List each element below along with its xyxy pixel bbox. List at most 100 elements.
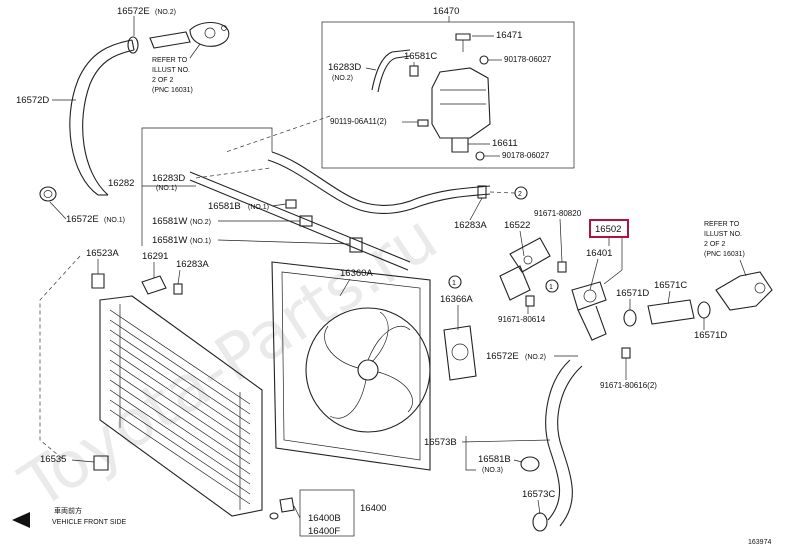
- label-16400: 16400: [360, 503, 386, 514]
- label-90119: 90119-06A11(2): [330, 117, 387, 126]
- thermostat-outlet-top[interactable]: [149, 21, 230, 49]
- label-16283d-note: (NO.1): [156, 185, 177, 192]
- label-16283d-box: 16283D: [328, 62, 361, 73]
- clamp-16581b-no3[interactable]: [520, 456, 540, 472]
- front-label: VEHICLE FRONT SIDE: [52, 519, 126, 526]
- bolt-91671-80614[interactable]: [525, 295, 535, 307]
- callout-2-top: [514, 186, 528, 200]
- refer-right-line3: 2 OF 2: [704, 241, 726, 248]
- reservoir-tank[interactable]: [431, 67, 491, 153]
- label-16573c: 16573C: [522, 489, 555, 500]
- clamp-16283a-top[interactable]: [477, 185, 487, 199]
- label-16572e-mid-note: (NO.2): [525, 354, 546, 361]
- label-16291: 16291: [142, 251, 168, 262]
- reservoir-hose[interactable]: [371, 49, 411, 93]
- label-16581b: 16581B: [208, 201, 241, 212]
- nut-90178-b[interactable]: [475, 151, 485, 161]
- label-16571c: 16571C: [654, 280, 687, 291]
- callout-1-right-text: 1: [549, 284, 553, 291]
- label-16502: 16502: [595, 224, 621, 235]
- refer-top-line3: 2 OF 2: [152, 77, 174, 84]
- clamp-16571d-b[interactable]: [697, 301, 711, 319]
- overflow-hose-16282[interactable]: [267, 151, 491, 215]
- label-16470: 16470: [433, 6, 459, 17]
- bolt-91671-80616[interactable]: [621, 347, 631, 359]
- bypass-hose-16571c[interactable]: [647, 299, 695, 325]
- clamp-16573c[interactable]: [532, 512, 548, 532]
- nut-90178-a[interactable]: [479, 55, 489, 65]
- callout-1-right: [545, 279, 559, 293]
- label-16401: 16401: [586, 248, 612, 259]
- label-90178-a: 90178-06027: [504, 55, 552, 64]
- label-16572e-top: 16572E: [117, 6, 150, 17]
- label-16360a: 16360A: [340, 268, 373, 279]
- radiator-assembly[interactable]: [99, 295, 263, 517]
- refer-right-line2: ILLUST NO.: [704, 231, 742, 238]
- hose-clamp-16572e-top[interactable]: [127, 36, 139, 54]
- watermark-text: Toyota-Parts.ru: [8, 201, 451, 524]
- label-16572e-top-note: (NO.2): [155, 9, 176, 16]
- label-16523a: 16523A: [86, 248, 119, 259]
- label-16611: 16611: [492, 138, 518, 149]
- label-16283a-top: 16283A: [454, 220, 487, 231]
- label-91671-80616: 91671-80616(2): [600, 381, 657, 390]
- highlight-16502: [589, 219, 629, 238]
- label-16572d: 16572D: [16, 95, 49, 106]
- front-label-jp: 車両前方: [54, 506, 82, 515]
- label-16572e-left: 16572E: [66, 214, 99, 225]
- clamp-16581c[interactable]: [409, 65, 419, 77]
- callout-2-top-text: 2: [518, 191, 522, 198]
- bolt-90119[interactable]: [417, 119, 429, 127]
- label-16581w-no1-note: (NO.1): [190, 238, 211, 245]
- reservoir-group-box: [321, 21, 575, 169]
- label-90178-b: 90178-06027: [502, 151, 550, 160]
- callout-1-text: 1: [452, 280, 456, 287]
- label-16282: 16282: [108, 178, 134, 189]
- reservoir-cap[interactable]: [455, 33, 471, 52]
- fan-shroud-16360a[interactable]: [271, 261, 431, 471]
- label-16283d-box-note: (NO.2): [332, 75, 353, 82]
- heater-pipe-right[interactable]: [715, 271, 773, 311]
- cushion-16535[interactable]: [93, 455, 109, 471]
- thermostat-16502[interactable]: [571, 281, 607, 341]
- refer-top-line1: REFER TO: [152, 57, 188, 64]
- label-16366a: 16366A: [440, 294, 473, 305]
- drain-cock-16291[interactable]: [141, 275, 167, 295]
- lower-radiator-hose-16573b[interactable]: [545, 359, 583, 527]
- label-16283a-left: 16283A: [176, 259, 209, 270]
- fan-16361[interactable]: [305, 307, 431, 433]
- fan-motor-16366a[interactable]: [443, 325, 477, 381]
- refer-top-line4: (PNC 16031): [152, 87, 193, 94]
- label-16572e-left-note: (NO.1): [104, 217, 125, 224]
- label-16581c: 16581C: [404, 51, 437, 62]
- refer-right-line4: (PNC 16031): [704, 251, 745, 258]
- cushion-16523a[interactable]: [91, 273, 105, 289]
- clamp-16283a-left[interactable]: [173, 283, 183, 295]
- label-16581b-no3-note: (NO.3): [482, 467, 503, 474]
- diagram-id: 163974: [748, 539, 771, 546]
- label-16581b-note: (NO.1): [248, 204, 269, 211]
- group-16400-box: [299, 489, 355, 537]
- label-16572e-mid: 16572E: [486, 351, 519, 362]
- label-91671-80614: 91671-80614: [498, 315, 546, 324]
- label-16571d-b: 16571D: [694, 330, 727, 341]
- label-16283d: 16283D: [152, 173, 185, 184]
- clamp-16571d-a[interactable]: [623, 309, 637, 327]
- hose-clamp-16572e-left[interactable]: [39, 186, 57, 202]
- label-91671-80820: 91671-80820: [534, 209, 582, 218]
- label-16400f: 16400F: [308, 526, 340, 537]
- label-16571d-a: 16571D: [616, 288, 649, 299]
- refer-right-line1: REFER TO: [704, 221, 740, 228]
- label-16573b: 16573B: [424, 437, 457, 448]
- upper-radiator-hose[interactable]: [69, 39, 135, 196]
- bolt-91671-80820[interactable]: [557, 261, 567, 273]
- label-16581w-no1: 16581W: [152, 235, 187, 246]
- vehicle-front-arrow-icon: [12, 512, 30, 528]
- label-16581b-no3: 16581B: [478, 454, 511, 465]
- water-inlet-housing[interactable]: [499, 237, 551, 301]
- oring-16400f[interactable]: [269, 512, 279, 520]
- drain-plug-16400b[interactable]: [279, 497, 295, 513]
- label-16400b: 16400B: [308, 513, 341, 524]
